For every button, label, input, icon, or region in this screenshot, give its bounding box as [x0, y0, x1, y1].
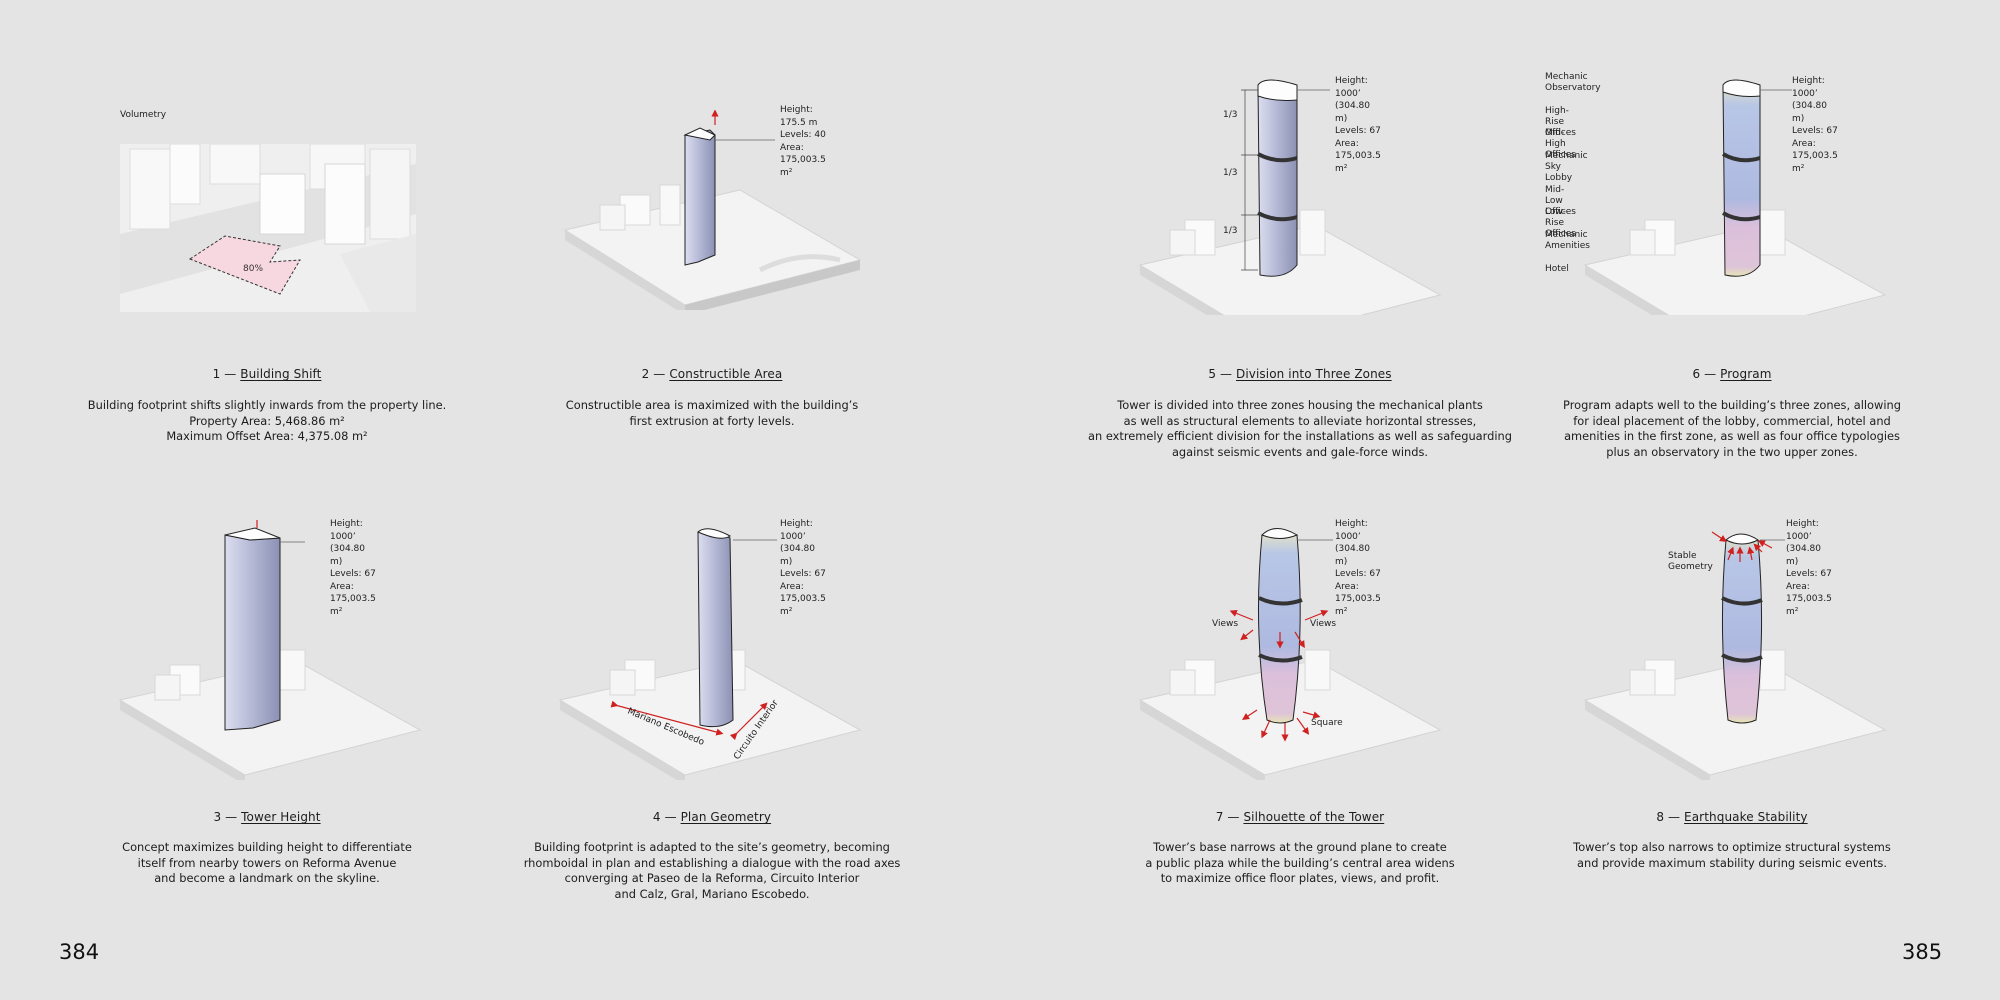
program-label-amenities: Mechanic Amenities: [1545, 230, 1590, 251]
caption-body-6: Program adapts well to the building’s th…: [1563, 398, 1901, 459]
building-shift-diagram: 80%: [120, 144, 416, 312]
program-diagram: [1583, 79, 1887, 315]
caption-body-2: Constructible area is maximized with the…: [565, 398, 859, 428]
program-label-low-rise: Low-Rise Offices: [1545, 207, 1576, 239]
constructible-area-diagram: [563, 110, 862, 310]
caption-body-1: Building footprint shifts slightly inwar…: [87, 398, 447, 443]
spec-6: Height: 1000’ (304.80 m) Levels: 67 Area…: [1792, 76, 1838, 174]
stable-geometry-label: Stable Geometry: [1668, 551, 1713, 572]
fraction-label-middle: 1/3: [1223, 168, 1238, 178]
caption-body-8: Tower’s top also narrows to optimize str…: [1573, 840, 1891, 870]
program-label-high-rise: High-Rise Offices: [1545, 106, 1576, 138]
caption-title-5: 5 — Division into Three Zones: [1208, 367, 1392, 381]
three-zones-diagram: [1138, 79, 1442, 315]
caption-title-6: 6 — Program: [1692, 367, 1772, 381]
program-label-mid-high: Mid-High Offices: [1545, 128, 1576, 160]
caption-title-3: 3 — Tower Height: [213, 810, 321, 824]
caption-title-8: 8 — Earthquake Stability: [1656, 810, 1808, 824]
spec-4: Height: 1000’ (304.80 m) Levels: 67 Area…: [780, 519, 826, 617]
volumetry-heading: Volumetry: [120, 110, 167, 120]
caption-body-7: Tower’s base narrows at the ground plane…: [1145, 840, 1455, 885]
caption-title-4: 4 — Plan Geometry: [652, 810, 772, 824]
tower-height-diagram: [118, 520, 422, 780]
spec-7: Height: 1000’ (304.80 m) Levels: 67 Area…: [1335, 519, 1381, 617]
page-number-left: 384: [59, 940, 100, 964]
fraction-label-bottom: 1/3: [1223, 226, 1238, 236]
caption-title-7: 7 — Silhouette of the Tower: [1215, 810, 1385, 824]
page-number-right: 385: [1902, 940, 1943, 964]
offset-percent-label: 80%: [243, 264, 263, 274]
silhouette-diagram: [1138, 528, 1442, 780]
program-label-sky-lobby: Mechanic Sky Lobby: [1545, 151, 1588, 183]
program-label-observatory: Mechanic Observatory: [1545, 72, 1601, 93]
caption-body-5: Tower is divided into three zones housin…: [1088, 398, 1512, 459]
fraction-label-top: 1/3: [1223, 110, 1238, 120]
views-label-right: Views: [1310, 619, 1337, 629]
spec-3: Height: 1000’ (304.80 m) Levels: 67 Area…: [330, 519, 376, 617]
caption-title-2: 2 — Constructible Area: [641, 367, 783, 381]
program-label-hotel: Hotel: [1545, 264, 1569, 274]
caption-title-1: 1 — Building Shift: [212, 367, 322, 381]
plan-geometry-diagram: Mariano Escobedo Circuito Interior: [558, 528, 862, 780]
square-label: Square: [1311, 718, 1343, 728]
spec-5: Height: 1000’ (304.80 m) Levels: 67 Area…: [1335, 76, 1381, 174]
earthquake-stability-diagram: [1583, 531, 1887, 780]
program-label-mid-low: Mid-Low Offices: [1545, 185, 1576, 217]
spec-8: Height: 1000’ (304.80 m) Levels: 67 Area…: [1786, 519, 1832, 617]
views-label-left: Views: [1212, 619, 1239, 629]
spec-2: Height: 175.5 m Levels: 40 Area: 175,003…: [780, 105, 826, 178]
caption-body-4: Building footprint is adapted to the sit…: [523, 840, 901, 901]
caption-body-3: Concept maximizes building height to dif…: [122, 840, 412, 885]
